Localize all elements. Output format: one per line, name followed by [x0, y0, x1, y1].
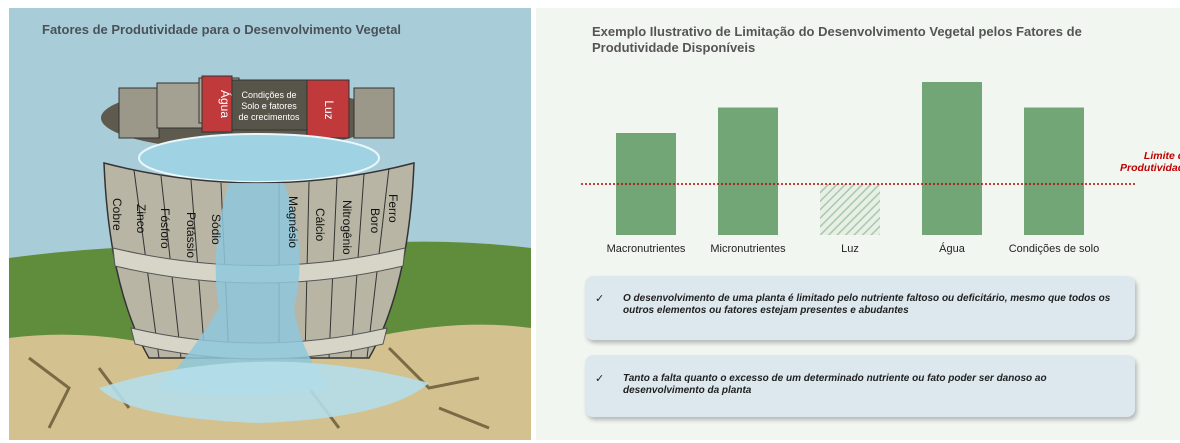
stave-label-condicoes-1: Condições de — [241, 90, 296, 100]
bar-4 — [1024, 107, 1084, 235]
limit-label: Limite de Produtividade — [1119, 150, 1180, 174]
barrel-svg: Água Luz Condições de Solo e fatores de … — [9, 8, 531, 440]
stave-label-magnesio: Magnésio — [286, 196, 300, 248]
stave-label-condicoes-2: Solo e fatores — [241, 101, 297, 111]
note-text-2: Tanto a falta quanto o excesso de um det… — [623, 373, 1047, 396]
bar-1 — [718, 107, 778, 235]
bar-2 — [820, 184, 880, 235]
barrel-illustration: Água Luz Condições de Solo e fatores de … — [9, 8, 531, 440]
stave-label-ferro: Ferro — [386, 194, 400, 223]
stave-label-condicoes-3: de crecimentos — [238, 112, 300, 122]
stave-label-sodio: Sódio — [209, 214, 223, 245]
stave-label-agua: Água — [218, 90, 233, 118]
x-tick-label-1: Micronutrientes — [710, 243, 786, 255]
chart-title: Exemplo Ilustrativo de Limitação do Dese… — [592, 24, 1082, 55]
note-box-2: ✓ Tanto a falta quanto o excesso de um d… — [585, 355, 1135, 417]
note-box-1: ✓ O desenvolvimento de uma planta é limi… — [585, 276, 1135, 340]
stave-label-zinco: Zinco — [134, 204, 148, 234]
stave-label-boro: Boro — [368, 208, 382, 234]
check-icon: ✓ — [595, 373, 605, 385]
stave-condicoes — [231, 79, 308, 131]
stave-labels: Cobre Zinco Fósforo Potássio Sódio Magné… — [110, 194, 400, 258]
stave-label-nitrogenio: Nitrogênio — [340, 200, 354, 255]
x-tick-label-3: Água — [939, 242, 966, 255]
bar-3 — [922, 82, 982, 235]
stave-label-luz: Luz — [322, 100, 336, 119]
x-tick-label-2: Luz — [841, 243, 859, 255]
stave-label-potassio: Potássio — [184, 212, 198, 258]
x-tick-label-4: Condições de solo — [1009, 243, 1100, 255]
stave-label-calcio: Cálcio — [313, 208, 327, 242]
note-text-1: O desenvolvimento de uma planta é limita… — [623, 293, 1111, 316]
stave-label-cobre: Cobre — [110, 198, 124, 231]
left-title: Fatores de Produtividade para o Desenvol… — [42, 22, 402, 37]
stave-label-fosforo: Fósforo — [158, 208, 172, 249]
check-icon: ✓ — [595, 293, 605, 305]
water-puddle — [99, 361, 429, 423]
bar-chart: Macronutrientes Micronutrientes Luz Água Con… — [581, 82, 1136, 255]
stave-luz — [306, 79, 350, 139]
x-tick-label-0: Macronutrientes — [607, 243, 686, 255]
water-stream — [159, 183, 329, 396]
water-surface — [138, 133, 380, 183]
